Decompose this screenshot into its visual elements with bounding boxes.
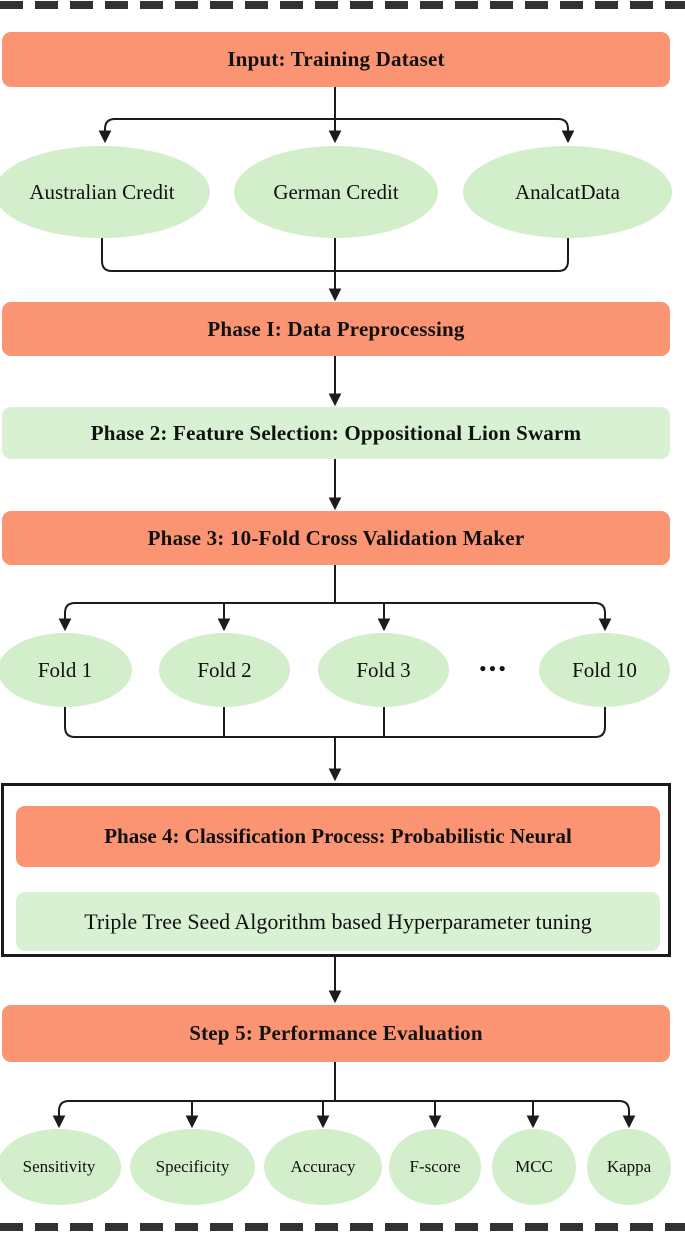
node-phase4-classification: Phase 4: Classification Process: Probabi…: [16, 806, 660, 867]
node-phase1-data-preprocessing: Phase I: Data Preprocessing: [2, 302, 670, 356]
ellipse-accuracy: Accuracy: [264, 1129, 382, 1205]
ellipse-fold-10: Fold 10: [539, 633, 670, 707]
ellipse-sensitivity: Sensitivity: [0, 1129, 121, 1205]
rail-folds-branch: [64, 602, 606, 618]
ellipse-australian-credit: Australian Credit: [0, 146, 210, 238]
ellipse-mcc: MCC: [492, 1129, 576, 1205]
node-step5-performance-evaluation: Step 5: Performance Evaluation: [2, 1005, 670, 1062]
node-phase2-feature-selection: Phase 2: Feature Selection: Oppositional…: [2, 407, 670, 459]
node-input-training-dataset: Input: Training Dataset: [2, 32, 670, 87]
node-phase3-cross-validation: Phase 3: 10-Fold Cross Validation Maker: [2, 511, 670, 565]
ellipse-german-credit: German Credit: [234, 146, 438, 238]
ellipse-specificity: Specificity: [130, 1129, 255, 1205]
rail-metrics-branch: [58, 1100, 630, 1116]
dashed-border-top: [0, 1, 685, 9]
rail-datasets-merge: [101, 236, 569, 272]
ellipse-analcatdata: AnalcatData: [463, 146, 672, 238]
node-phase4-hyperparameter-tuning: Triple Tree Seed Algorithm based Hyperpa…: [16, 892, 660, 951]
ellipse-fscore: F-score: [389, 1129, 481, 1205]
ellipse-fold-2: Fold 2: [159, 633, 290, 707]
rail-datasets-branch: [104, 118, 569, 134]
phase4-group-box: Phase 4: Classification Process: Probabi…: [1, 783, 671, 957]
fold-ellipsis-dots: •••: [479, 659, 509, 680]
dashed-border-bottom: [0, 1223, 685, 1231]
ellipse-fold-3: Fold 3: [318, 633, 449, 707]
rail-folds-merge: [64, 706, 606, 738]
ellipse-fold-1: Fold 1: [0, 633, 132, 707]
ellipse-kappa: Kappa: [587, 1129, 671, 1205]
